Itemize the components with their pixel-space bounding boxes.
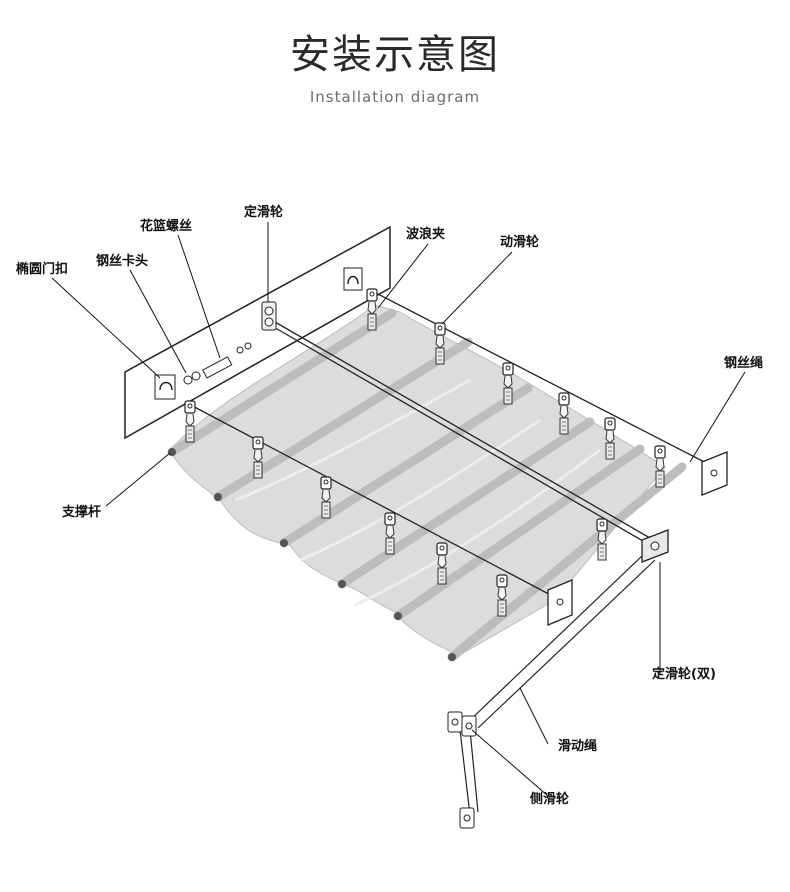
right-wire-rope — [369, 289, 717, 469]
wave-clip-1 — [366, 288, 378, 331]
callout-lines — [51, 222, 746, 797]
leader-moving-pulley — [441, 251, 513, 325]
rod-end-5 — [394, 612, 402, 620]
right-wall-plate — [701, 451, 728, 496]
label-wire-clip: 钢丝卡头 — [96, 253, 148, 269]
top-fixed-pulley — [261, 301, 277, 331]
left-wire-rope — [184, 401, 561, 601]
support-rod-5 — [393, 444, 645, 621]
label-oval-buckle: 椭圆门扣 — [16, 261, 68, 277]
diagram-title: 安装示意图 — [290, 32, 500, 78]
wave-clip-8 — [252, 436, 264, 479]
label-wire-rope: 钢丝绳 — [724, 355, 763, 371]
wave-clip-4 — [558, 392, 570, 435]
label-sliding-rope: 滑动绳 — [558, 738, 597, 754]
leader-turnbuckle — [177, 234, 221, 359]
turnbuckle-assembly — [183, 342, 252, 385]
fabric-pleats — [234, 378, 601, 607]
side-pulley — [447, 711, 477, 829]
label-support-rod: 支撑杆 — [61, 504, 101, 520]
front-plate — [547, 579, 573, 626]
leader-support-rod — [105, 452, 171, 507]
leader-sliding-rope — [519, 687, 549, 745]
wave-clip-7 — [184, 400, 196, 443]
wave-clip-10 — [384, 512, 396, 555]
oval-buckle-plate — [154, 374, 176, 400]
double-fixed-pulley — [641, 529, 669, 563]
wire-ropes — [184, 289, 717, 601]
wave-clip-13 — [596, 518, 608, 561]
wave-clip-12 — [496, 574, 508, 617]
leader-wave-clip — [377, 243, 429, 309]
rod-end-2 — [214, 493, 222, 501]
wave-clip-5 — [604, 417, 616, 460]
diagram-subtitle: Installation diagram — [309, 88, 481, 106]
wall-plate — [124, 225, 391, 440]
rod-end-4 — [338, 580, 346, 588]
support-rod-1 — [167, 308, 397, 457]
leader-wire-clip — [129, 269, 187, 374]
rod-end-1 — [168, 448, 176, 456]
wave-clip-9 — [320, 476, 332, 519]
top-anchor-plate — [343, 267, 363, 291]
leader-wire-rope — [689, 371, 746, 463]
rod-end-3 — [280, 539, 288, 547]
wave-clip-6 — [654, 445, 666, 488]
slide-rope-upper — [267, 317, 651, 539]
wave-clip-3 — [502, 362, 514, 405]
rod-end-caps — [168, 448, 456, 661]
label-fixed-pulley: 定滑轮 — [243, 204, 283, 220]
support-rod-6 — [447, 462, 687, 662]
label-fixed-pulley-double: 定滑轮(双) — [651, 666, 716, 682]
leader-oval-buckle — [51, 277, 161, 379]
slide-rope-lower — [271, 325, 656, 549]
wave-clip-11 — [436, 542, 448, 585]
rod-end-6 — [448, 653, 456, 661]
wave-clip-2 — [434, 322, 446, 365]
label-moving-pulley: 动滑轮 — [500, 234, 539, 250]
label-side-pulley: 侧滑轮 — [530, 791, 569, 807]
leader-side-pulley — [471, 729, 549, 797]
label-wave-clip: 波浪夹 — [406, 226, 445, 242]
support-rod-4 — [337, 417, 595, 589]
label-turnbuckle: 花篮螺丝 — [140, 218, 192, 234]
sliding-rope-down — [459, 555, 656, 816]
